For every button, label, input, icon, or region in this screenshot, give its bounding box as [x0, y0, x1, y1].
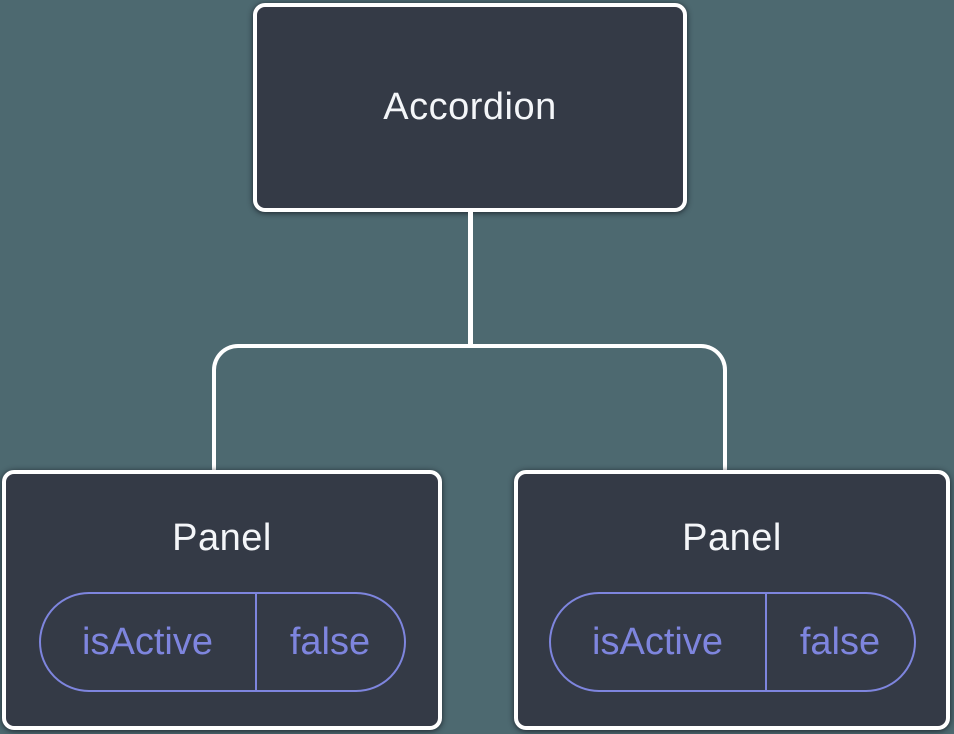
panel-node-left: Panel isActive false	[2, 470, 442, 730]
accordion-node: Accordion	[253, 3, 687, 212]
panel-node-left-label: Panel	[172, 517, 272, 559]
state-pill-left: isActive false	[38, 592, 406, 692]
connector-bracket	[212, 344, 727, 470]
accordion-node-label: Accordion	[383, 86, 557, 128]
panel-node-right: Panel isActive false	[514, 470, 950, 730]
state-key-left: isActive	[82, 620, 213, 663]
state-value-left: false	[254, 594, 404, 690]
state-pill-right: isActive false	[548, 592, 916, 692]
state-key-right: isActive	[592, 620, 723, 663]
state-value-right: false	[764, 594, 914, 690]
connector-stem	[468, 210, 473, 346]
panel-node-right-label: Panel	[682, 517, 782, 559]
